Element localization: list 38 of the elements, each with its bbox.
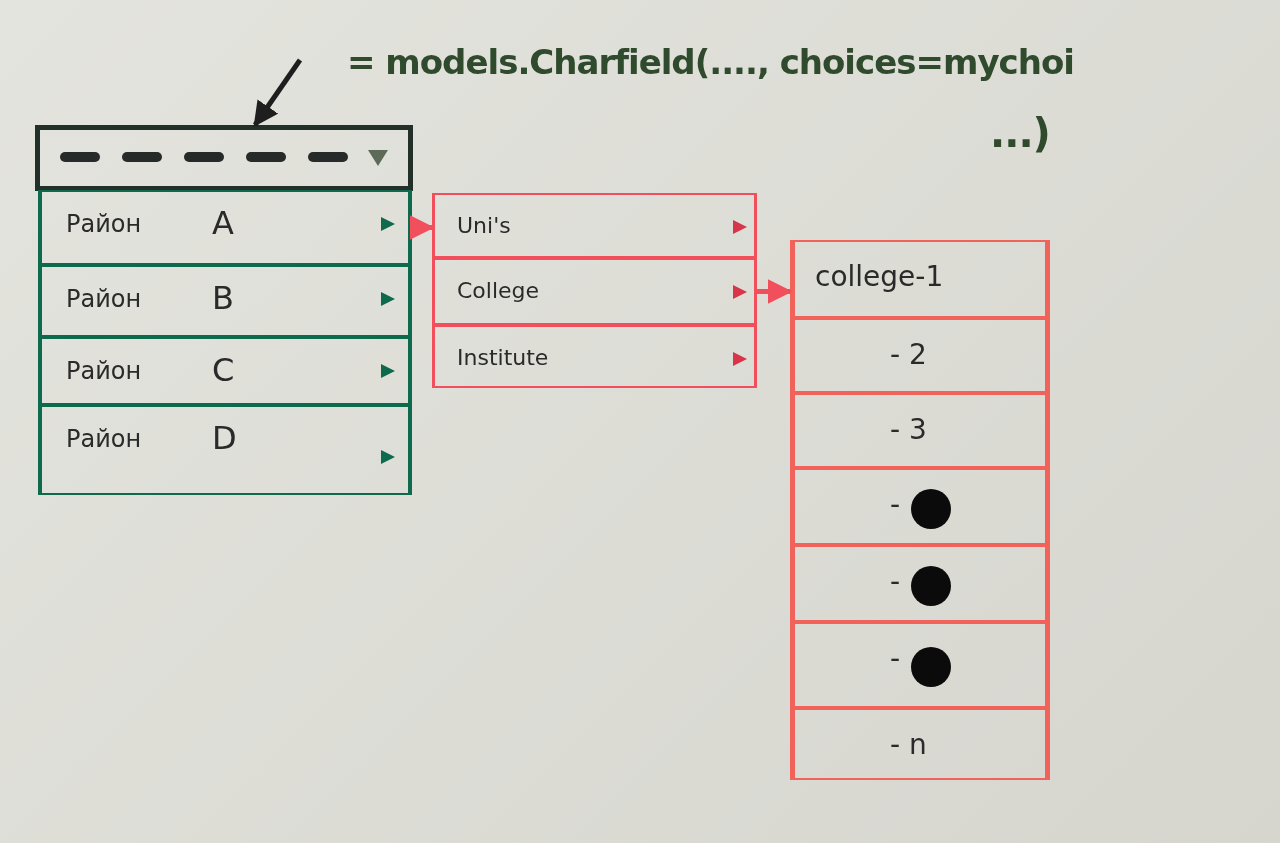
menu-item	[38, 190, 412, 265]
district-letter: B	[212, 279, 234, 317]
menu-text: College	[457, 278, 540, 303]
list-item	[790, 622, 1050, 708]
list-item	[790, 468, 1050, 545]
district-letter: A	[212, 204, 234, 242]
list-item	[790, 393, 1050, 468]
list-item	[790, 708, 1050, 780]
list-item	[790, 240, 1050, 318]
submenu-item	[432, 258, 757, 325]
arrow	[757, 279, 793, 304]
arrow	[409, 215, 435, 240]
menu-item	[38, 265, 412, 337]
option-text: -	[890, 642, 901, 675]
district-label: Район	[66, 425, 142, 453]
district-label: Район	[66, 210, 142, 238]
list-item	[790, 545, 1050, 622]
submenu-item	[432, 325, 757, 388]
option-text: - n	[890, 728, 927, 761]
arrow	[252, 58, 303, 128]
dropdown-field	[35, 125, 413, 191]
option-text: college-1	[815, 260, 944, 293]
menu-item	[38, 405, 412, 495]
district-letter: C	[212, 351, 235, 389]
list-item	[790, 318, 1050, 393]
menu-item	[38, 337, 412, 405]
option-text: - 3	[890, 413, 927, 446]
submenu-item	[432, 193, 757, 258]
code-text: = models.Charfield(...., choices=mychoi	[347, 42, 1074, 82]
option-text: -	[890, 565, 901, 598]
option-text: - 2	[890, 338, 927, 371]
menu-text: Uni's	[457, 213, 511, 238]
menu-text: Institute	[457, 345, 549, 370]
option-text: -	[890, 488, 901, 521]
district-label: Район	[66, 285, 142, 313]
district-label: Район	[66, 357, 142, 385]
district-letter: D	[212, 419, 237, 457]
code-text: ...)	[990, 110, 1050, 156]
